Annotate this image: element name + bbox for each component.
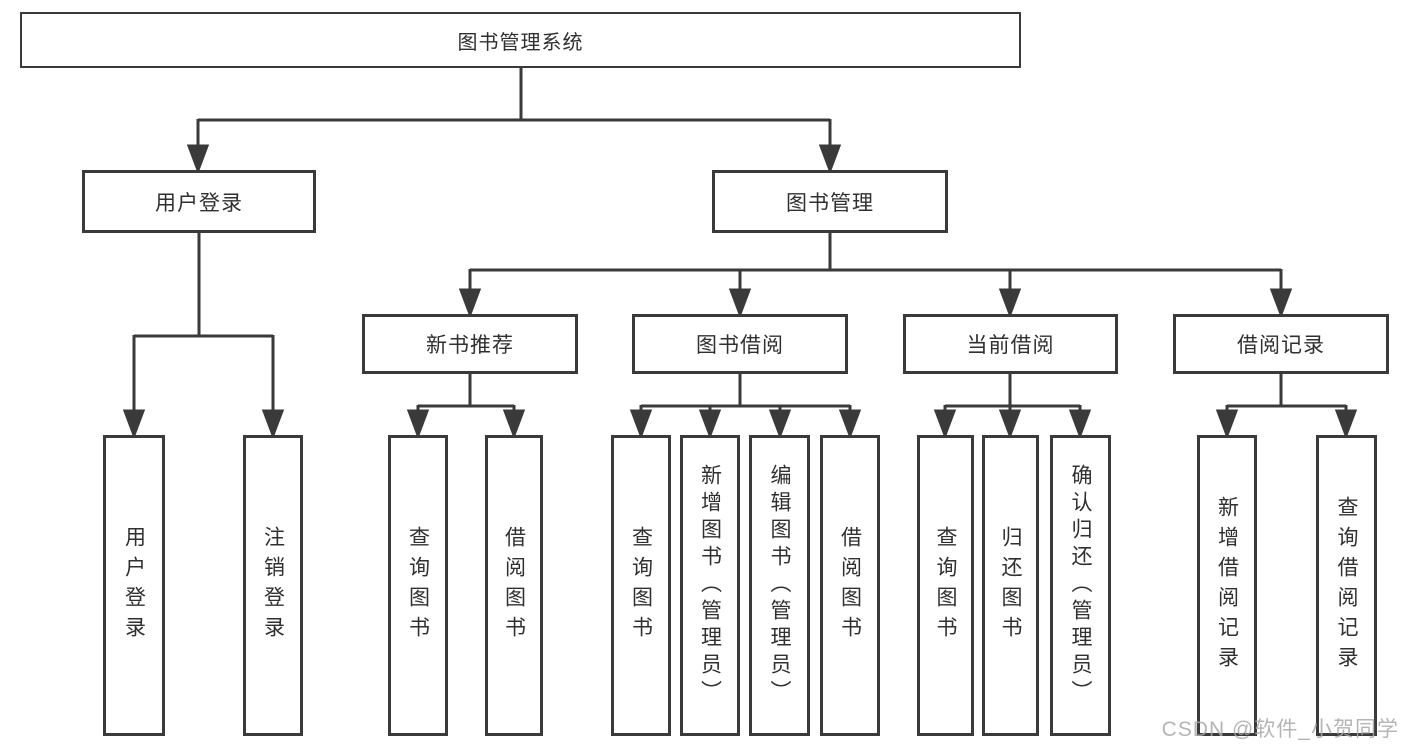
node-user-login-label: 用户登录 — [155, 191, 243, 215]
leaf-user-login-label: 用户登录 — [122, 525, 146, 646]
leaf-newbooks-borrow-books-label: 借阅图书 — [502, 525, 526, 646]
leaf-current-return-books: 归还图书 — [982, 435, 1039, 736]
leaf-current-query-books-label: 查询图书 — [934, 525, 957, 646]
node-library-management-system-label: 图书管理系统 — [457, 31, 584, 54]
leaf-borrow-query-books: 查询图书 — [611, 435, 671, 736]
leaf-borrow-add-books-admin: 新增图书（管理员） — [680, 435, 740, 736]
node-borrow-records-label: 借阅记录 — [1237, 334, 1325, 357]
node-current-borrow: 当前借阅 — [903, 314, 1118, 374]
leaf-borrow-add-books-admin-label: 新增图书（管理员） — [698, 464, 722, 707]
node-library-management-system: 图书管理系统 — [20, 12, 1021, 68]
leaf-borrow-edit-books-admin: 编辑图书（管理员） — [749, 435, 810, 736]
leaf-records-query-label: 查询借阅记录 — [1335, 495, 1358, 676]
node-book-borrow-label: 图书借阅 — [696, 334, 784, 357]
leaf-borrow-borrow-books-label: 借阅图书 — [838, 525, 862, 646]
node-user-login: 用户登录 — [82, 170, 316, 233]
leaf-logout-label: 注销登录 — [261, 525, 285, 646]
leaf-current-return-books-label: 归还图书 — [999, 525, 1022, 646]
leaf-current-confirm-return-admin: 确认归还（管理员） — [1050, 435, 1111, 736]
leaf-current-confirm-return-admin-label: 确认归还（管理员） — [1069, 464, 1092, 707]
node-new-book-recommend: 新书推荐 — [362, 314, 578, 374]
node-book-management: 图书管理 — [712, 170, 948, 233]
node-book-borrow: 图书借阅 — [632, 314, 848, 374]
node-new-book-recommend-label: 新书推荐 — [426, 334, 514, 357]
leaf-user-login: 用户登录 — [103, 435, 165, 736]
leaf-records-query: 查询借阅记录 — [1316, 435, 1377, 736]
node-borrow-records: 借阅记录 — [1173, 314, 1389, 374]
leaf-newbooks-query-books: 查询图书 — [388, 435, 448, 736]
csdn-watermark: CSDN @软件_小贺同学 — [1161, 718, 1399, 741]
leaf-borrow-edit-books-admin-label: 编辑图书（管理员） — [768, 464, 791, 707]
leaf-borrow-borrow-books: 借阅图书 — [820, 435, 880, 736]
node-book-management-label: 图书管理 — [786, 191, 874, 215]
leaf-newbooks-query-books-label: 查询图书 — [406, 525, 430, 646]
leaf-borrow-query-books-label: 查询图书 — [629, 525, 653, 646]
node-current-borrow-label: 当前借阅 — [966, 334, 1055, 357]
leaf-logout: 注销登录 — [243, 435, 303, 736]
leaf-records-add-label: 新增借阅记录 — [1215, 495, 1239, 676]
leaf-current-query-books: 查询图书 — [917, 435, 974, 736]
leaf-newbooks-borrow-books: 借阅图书 — [485, 435, 543, 736]
leaf-records-add: 新增借阅记录 — [1197, 435, 1257, 736]
